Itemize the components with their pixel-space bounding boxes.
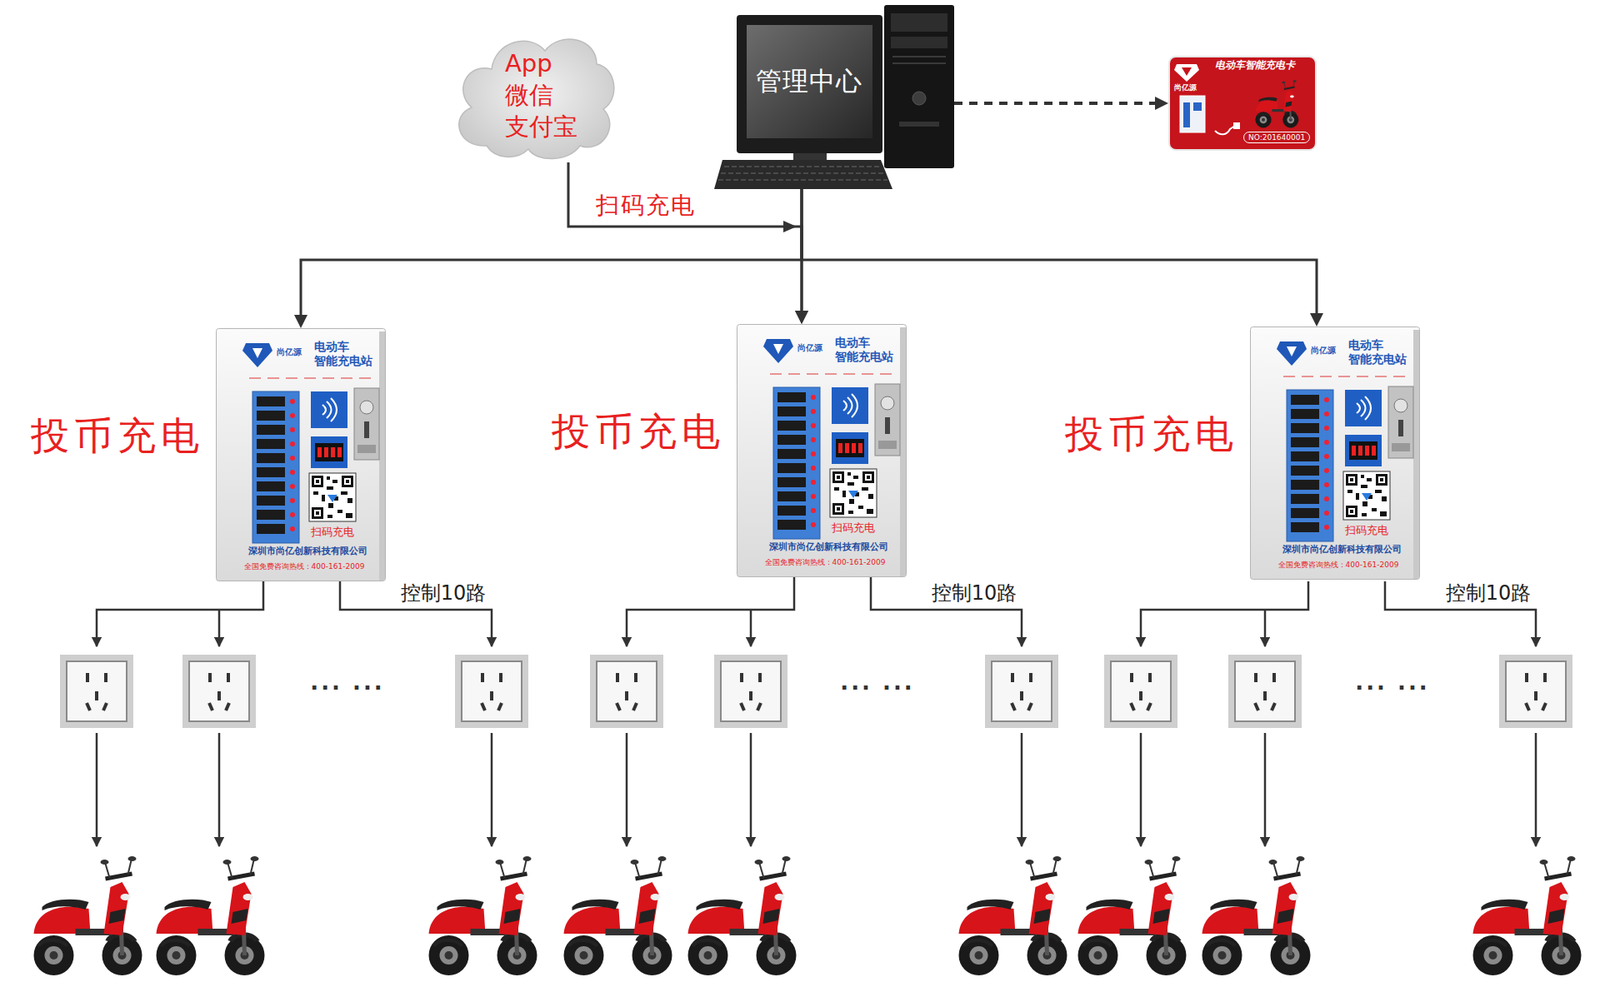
- arrowhead: [1155, 96, 1169, 110]
- outlet-to-scooter-arrows-part: [750, 733, 753, 847]
- connector-line: [801, 189, 1317, 316]
- outlet-to-scooter-arrows-part: [218, 733, 221, 847]
- brand-logo-text: 尚亿源: [276, 347, 302, 358]
- control-wires-part: [1264, 610, 1267, 647]
- card-number: NO:201640001: [1243, 131, 1310, 144]
- electric-scooters: [34, 856, 1582, 976]
- payment-cloud-shape: [459, 39, 615, 159]
- power-outlets-part: [985, 655, 1059, 729]
- management-computer: 管理中心: [714, 5, 955, 190]
- control-wires-part: [218, 610, 221, 647]
- connector-label: 扫码充电: [593, 193, 699, 220]
- control-wires: [96, 576, 1536, 647]
- control-wires-part: [750, 610, 753, 647]
- station-title: 电动车 智能充电站: [1348, 338, 1407, 367]
- scan-caption: 扫码充电: [310, 526, 355, 540]
- outlet-to-scooter-arrows-part: [1264, 733, 1267, 847]
- screen-label: 管理中心: [755, 66, 863, 97]
- power-outlets-part: [590, 655, 664, 729]
- control-channels: 控制10路: [931, 583, 1018, 604]
- hotline-text: 全国免费咨询热线：400-161-2009: [1278, 560, 1400, 570]
- coin-charge-heading: 投币充电: [551, 410, 725, 455]
- outlet-to-scooter-arrows-part: [1140, 733, 1143, 847]
- arrowhead: [795, 310, 809, 325]
- outlet-to-scooter-arrows-part: [490, 733, 494, 847]
- brand-logo-text: 尚亿源: [797, 343, 823, 354]
- control-channels: 控制10路: [1445, 583, 1532, 604]
- control-wires-part: [340, 581, 492, 647]
- electric-scooters-part: [1473, 856, 1582, 976]
- electric-scooters-part: [156, 856, 265, 976]
- control-wires-part: [1140, 581, 1309, 647]
- outlet-to-scooter-arrows-part: [1020, 733, 1024, 847]
- company-name: 深圳市尚亿创新科技有限公司: [248, 546, 368, 558]
- coin-charge-heading: 投币充电: [30, 414, 205, 459]
- scan-caption: 扫码充电: [831, 522, 875, 535]
- company-name: 深圳市尚亿创新科技有限公司: [1282, 545, 1402, 556]
- management-computer-shape: [714, 5, 955, 190]
- arrowhead: [795, 310, 809, 325]
- electric-scooters-part: [564, 856, 673, 976]
- charging-station-shape: [737, 325, 907, 578]
- connector: [801, 189, 1324, 327]
- charge-card: 电动车智能充电卡尚亿源 NO:201640001: [1168, 55, 1317, 151]
- control-channels: 控制10路: [400, 583, 487, 604]
- charging-station: 投币充电尚亿源电动车 智能充电站扫码充电深圳市尚亿创新科技有限公司全国免费咨询热…: [1250, 326, 1420, 580]
- outlet-to-scooter-arrows: [96, 733, 1536, 847]
- electric-scooters-part: [1078, 856, 1187, 976]
- charging-station: 投币充电尚亿源电动车 智能充电站扫码充电深圳市尚亿创新科技有限公司全国免费咨询热…: [215, 328, 386, 582]
- control-wires-part: [626, 576, 795, 647]
- outlet-to-scooter-arrows-part: [95, 733, 99, 847]
- station-title: 电动车 智能充电站: [835, 335, 894, 365]
- power-outlets-part: [455, 655, 529, 729]
- electric-scooters-part: [959, 856, 1068, 976]
- electric-scooters-part: [688, 856, 797, 976]
- scan-caption: 扫码充电: [1345, 525, 1389, 538]
- connector: [954, 96, 1169, 110]
- control-wires-part: [870, 576, 1022, 647]
- electric-scooters-part: [429, 856, 538, 976]
- power-outlets-part: [1499, 655, 1573, 729]
- hotline-text: 全国免费咨询热线：400-161-2009: [244, 562, 365, 571]
- charging-station: 投币充电尚亿源电动车 智能充电站扫码充电深圳市尚亿创新科技有限公司全国免费咨询热…: [736, 324, 907, 578]
- outlet-to-scooter-arrows-part: [625, 733, 629, 847]
- connector-line: [300, 189, 802, 318]
- power-outlets-part: [714, 655, 788, 729]
- ellipsis: ··· ···: [310, 677, 385, 700]
- power-outlets: [60, 655, 1573, 729]
- electric-scooters-part: [1202, 856, 1311, 976]
- card-logo-text: 尚亿源: [1174, 83, 1197, 92]
- arrowhead: [294, 315, 308, 329]
- control-wires-part: [96, 581, 264, 647]
- payment-channels: App 微信 支付宝: [505, 47, 578, 143]
- card-title: 电动车智能充电卡: [1215, 60, 1295, 72]
- power-outlets-part: [1104, 655, 1178, 729]
- ellipsis: ··· ···: [840, 677, 915, 700]
- company-name: 深圳市尚亿创新科技有限公司: [769, 542, 889, 554]
- station-title: 电动车 智能充电站: [314, 340, 373, 369]
- charging-station-shape: [216, 329, 386, 582]
- power-outlets-part: [60, 655, 134, 729]
- arrowhead: [1310, 313, 1324, 327]
- connector-line: [954, 101, 1158, 105]
- brand-logo-text: 尚亿源: [1310, 345, 1336, 356]
- payment-cloud: App 微信 支付宝: [450, 29, 617, 163]
- coin-charge-heading: 投币充电: [1065, 412, 1239, 457]
- power-outlets-part: [182, 655, 256, 729]
- charge-card-shape: [1169, 56, 1316, 150]
- management-computer-outline: [714, 5, 955, 190]
- connector: [294, 189, 802, 329]
- power-outlets-part: [1228, 655, 1302, 729]
- electric-scooters-part: [34, 856, 143, 976]
- charging-station-shape: [1250, 327, 1420, 580]
- hotline-text: 全国免费咨询热线：400-161-2009: [765, 558, 886, 567]
- outlet-to-scooter-arrows-part: [1535, 733, 1538, 847]
- ellipsis: ··· ···: [1355, 677, 1430, 700]
- control-wires-part: [1385, 581, 1536, 647]
